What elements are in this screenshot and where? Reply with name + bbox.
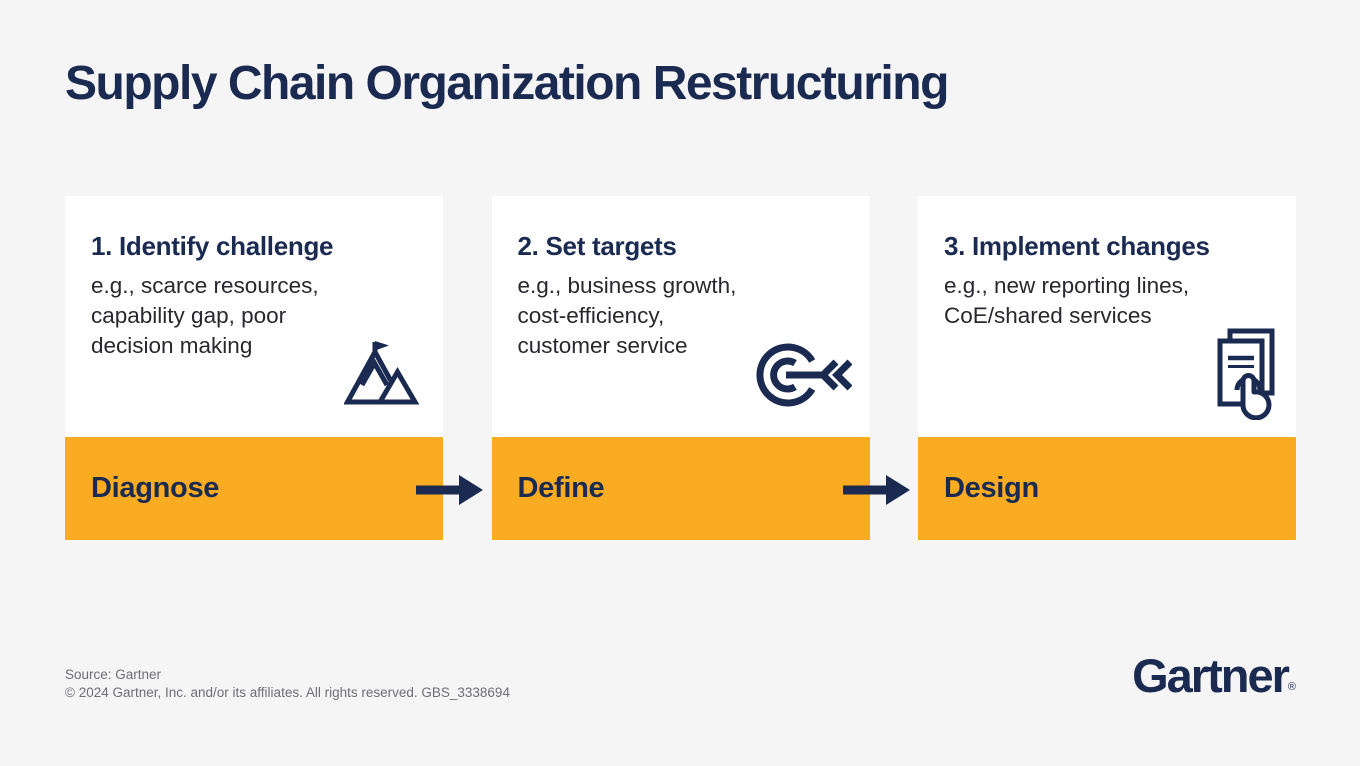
phase-bar-diagnose: Diagnose [65, 437, 443, 540]
step-card-top: 3. Implement changes e.g., new reporting… [918, 196, 1296, 437]
step-examples: e.g., new reporting lines, CoE/shared se… [944, 273, 1190, 328]
source-note: Source: Gartner [65, 667, 162, 682]
gartner-logo: Gartner® [1132, 650, 1296, 702]
document-click-icon [1216, 328, 1278, 421]
footer: Source: Gartner © 2024 Gartner, Inc. and… [65, 666, 510, 701]
step-card-top: 1. Identify challenge e.g., scarce resou… [65, 196, 443, 437]
step-card-design: 3. Implement changes e.g., new reporting… [918, 196, 1296, 540]
step-heading: 1. Identify challenge [91, 231, 334, 261]
step-card-define: 2. Set targets e.g., business growth, co… [491, 196, 870, 540]
mountain-flag-icon [343, 339, 420, 405]
step-examples: e.g., scarce resources, capability gap, … [91, 273, 319, 358]
gartner-logo-text: Gartner [1132, 649, 1290, 702]
arrow-right-icon [843, 474, 911, 506]
copyright-note: © 2024 Gartner, Inc. and/or its affiliat… [65, 684, 510, 700]
phase-label: Diagnose [91, 472, 220, 504]
step-heading: 2. Set targets [517, 231, 677, 261]
page-title: Supply Chain Organization Restructuring [65, 57, 949, 110]
step-examples: e.g., business growth, cost-efficiency, … [517, 273, 737, 358]
arrow-right-icon [416, 474, 484, 506]
phase-label: Define [517, 472, 605, 504]
phase-label: Design [944, 472, 1039, 504]
step-heading: 3. Implement changes [944, 231, 1210, 261]
phase-bar-design: Design [918, 437, 1296, 540]
phase-bar-define: Define [491, 437, 870, 540]
step-card-diagnose: 1. Identify challenge e.g., scarce resou… [65, 196, 443, 540]
registered-mark: ® [1287, 681, 1296, 693]
step-card-top: 2. Set targets e.g., business growth, co… [491, 196, 870, 437]
process-steps: 1. Identify challenge e.g., scarce resou… [65, 196, 1296, 540]
target-arrow-icon [755, 340, 852, 410]
